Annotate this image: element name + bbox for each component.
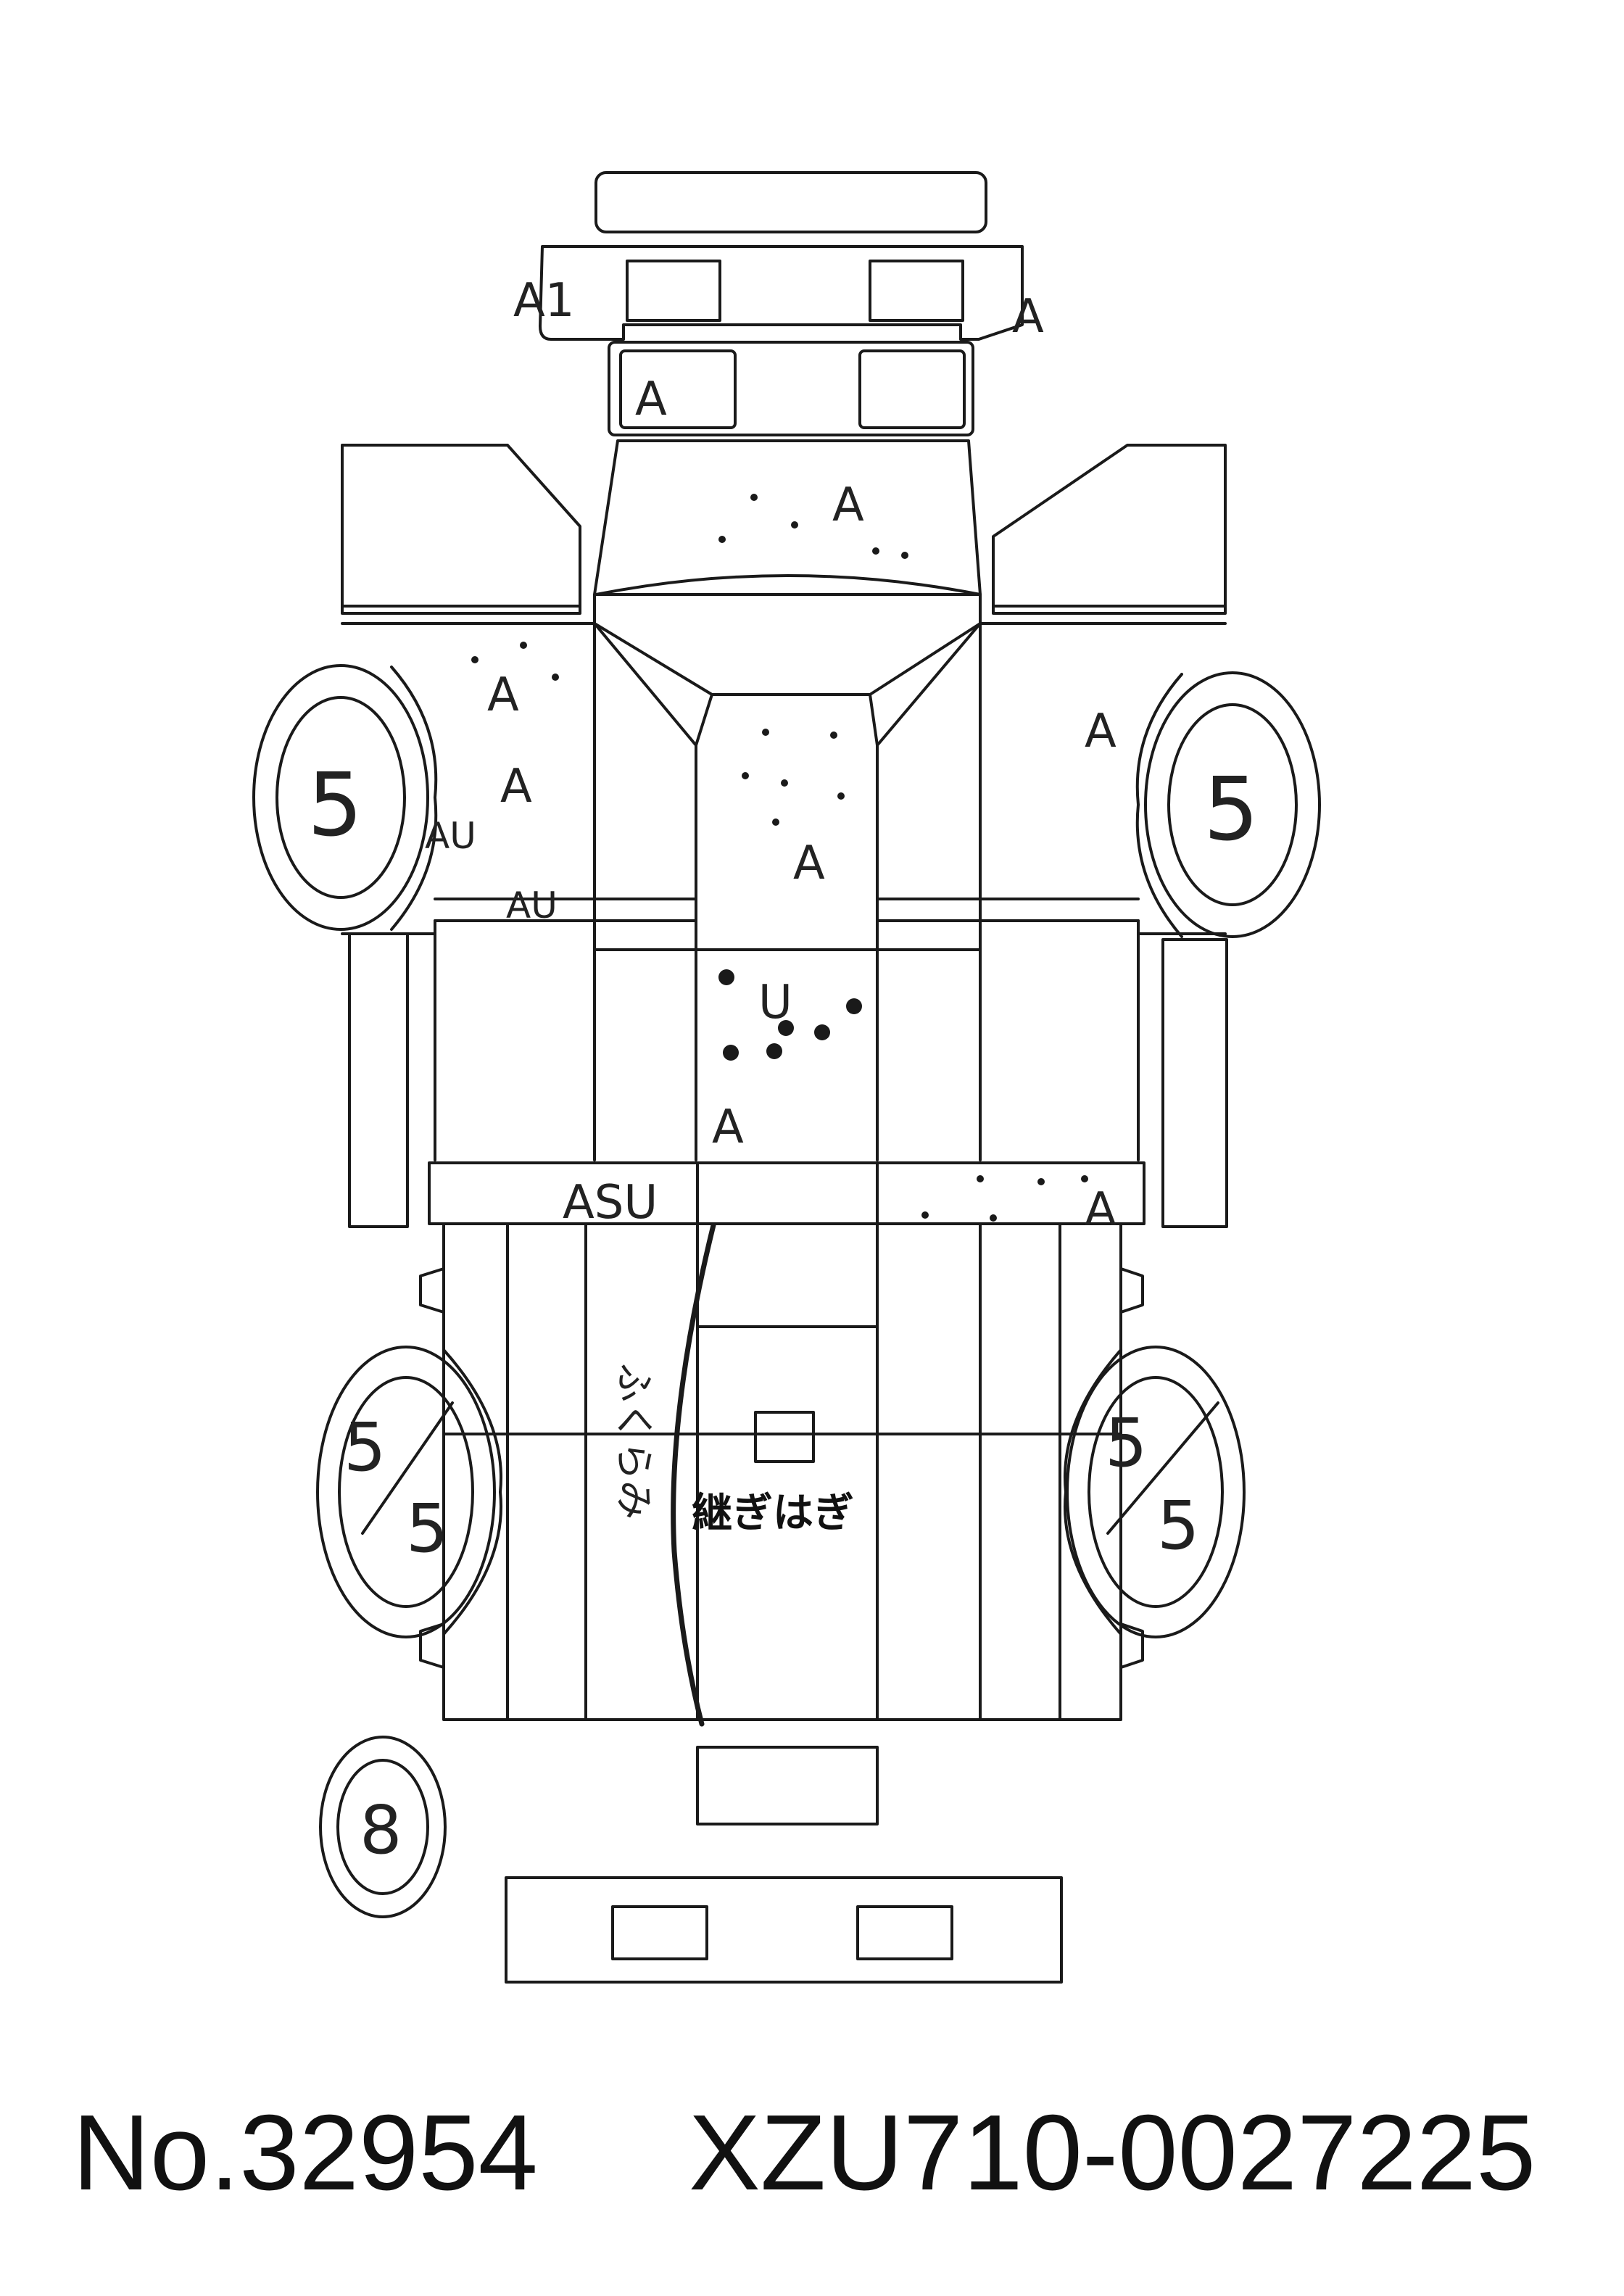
- bulge-line: [671, 1222, 716, 1727]
- tire-grade-rear-left-top: 5: [344, 1409, 386, 1486]
- footer-number: No.32954: [72, 2093, 538, 2213]
- tire-grade-rear-left-bottom: 5: [406, 1490, 449, 1567]
- marking-front-left-door: AU: [506, 884, 558, 927]
- marking-left-step-sill: ASU: [563, 1176, 658, 1230]
- tire-grade-spare: 8: [360, 1791, 402, 1869]
- step-sill-rails: [428, 1161, 1146, 1225]
- tire-grade-front-right: 5: [1204, 760, 1259, 861]
- marking-left-headlamp: A: [635, 373, 667, 426]
- tire-front-right: [1135, 671, 1321, 938]
- front-bumper: [539, 245, 1024, 341]
- tire-spare: [319, 1736, 447, 1918]
- damage-dots: [471, 494, 1088, 1222]
- grade-slash-left: [361, 1401, 454, 1535]
- marking-floor-center: U: [758, 976, 792, 1029]
- marking-front-right-fender: A: [1085, 705, 1116, 758]
- marking-front-left-fender-lower: A: [500, 760, 532, 813]
- marking-front-left-fender: A: [487, 668, 519, 722]
- grade-slash-right: [1106, 1401, 1219, 1535]
- marking-front-left-wheel-arch: AU: [425, 815, 476, 857]
- tire-grade-front-left: 5: [307, 755, 362, 856]
- rear-bed: [419, 1222, 1144, 1721]
- marking-front-bumper-left: A1: [513, 274, 575, 328]
- marking-front-bumper-right: A: [1012, 290, 1044, 344]
- left-side-lamps: [348, 932, 409, 1228]
- marking-hood: A: [832, 478, 864, 532]
- marking-right-step-sill: A: [1085, 1183, 1116, 1237]
- marking-bed-patch: 継ぎはぎ: [692, 1490, 854, 1537]
- right-cab-panels: [876, 444, 1227, 935]
- marking-cab-center: A: [793, 837, 825, 890]
- left-cab-panels: [341, 444, 697, 935]
- front-bumper-bar: [594, 171, 987, 233]
- cab-floor: [434, 744, 1140, 1161]
- marking-bed-bulge: ふくらみ: [611, 1363, 657, 1520]
- tire-front-left: [252, 664, 438, 931]
- tire-rear-left: [316, 1346, 502, 1638]
- footer-chassis: XZU710-0027225: [689, 2093, 1536, 2213]
- tire-rear-right: [1064, 1346, 1246, 1638]
- rear-bumper: [505, 1876, 1063, 1984]
- cab-top: [593, 439, 982, 747]
- front-grille: [608, 341, 974, 436]
- right-side-lamps: [1161, 938, 1228, 1228]
- tire-grade-rear-right-top: 5: [1105, 1404, 1148, 1482]
- tire-grade-rear-right-bottom: 5: [1157, 1487, 1200, 1564]
- marking-floor-rear: A: [712, 1101, 744, 1154]
- patch-square: [754, 1411, 815, 1463]
- rear-step: [696, 1746, 879, 1825]
